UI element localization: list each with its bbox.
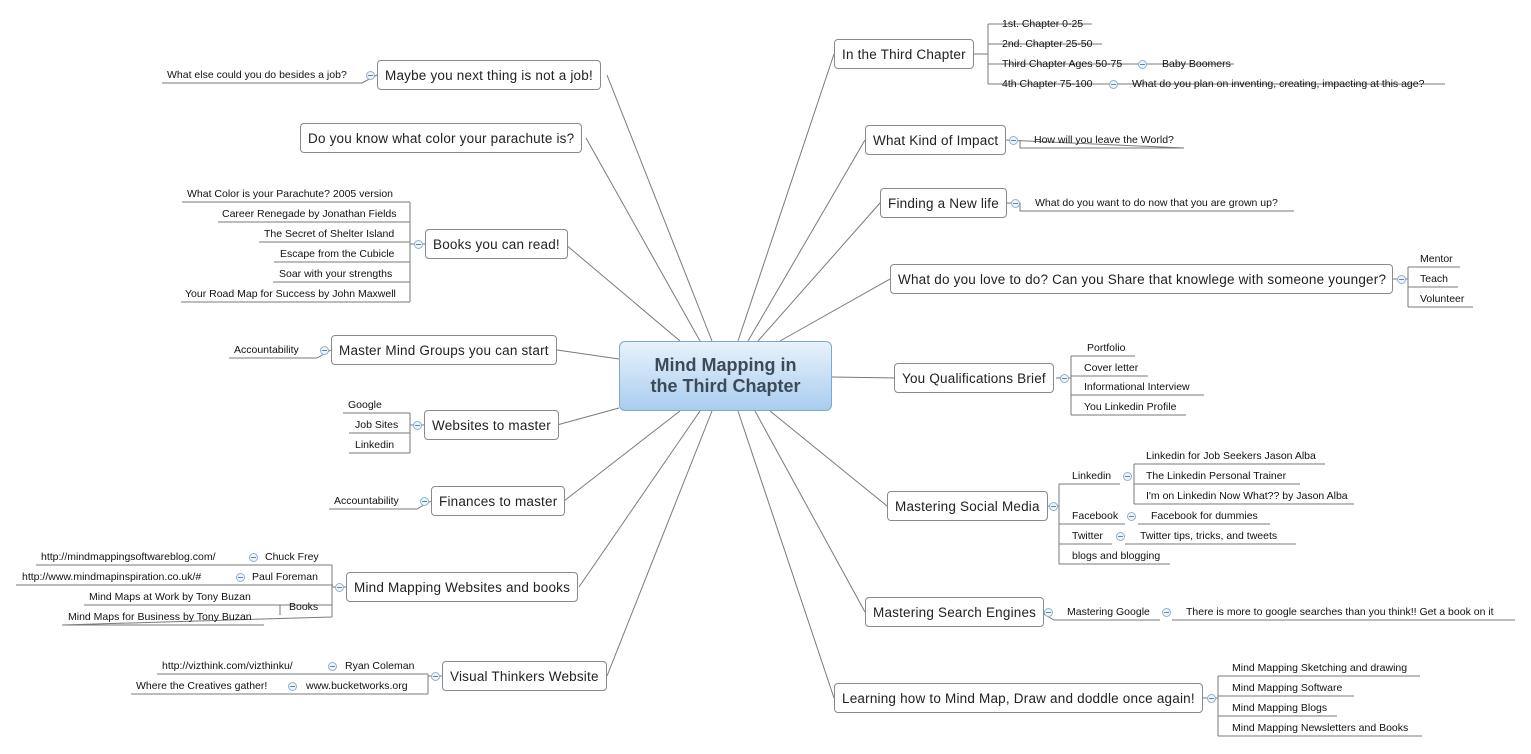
leaf-mastering-google[interactable]: Mastering Google — [1067, 606, 1150, 618]
leaf-teach[interactable]: Teach — [1420, 273, 1449, 285]
leaf-facebook-dummies[interactable]: Facebook for dummies — [1151, 510, 1258, 522]
topic-parachute[interactable]: Do you know what color your parachute is… — [300, 123, 583, 153]
leaf-job-sites[interactable]: Job Sites — [355, 419, 399, 431]
leaf-book-shelter-island[interactable]: The Secret of Shelter Island — [264, 228, 395, 240]
leaf-book-career-renegade[interactable]: Career Renegade by Jonathan Fields — [222, 208, 397, 220]
leaf-mm-blogs[interactable]: Mind Mapping Blogs — [1232, 702, 1328, 714]
collapse-icon[interactable] — [1207, 694, 1216, 703]
leaf-buzan-work[interactable]: Mind Maps at Work by Tony Buzan — [89, 591, 251, 603]
collapse-icon[interactable] — [1060, 374, 1069, 383]
leaf-volunteer[interactable]: Volunteer — [1420, 293, 1465, 305]
leaf-chuck-frey[interactable]: Chuck Frey — [265, 551, 319, 563]
collapse-icon[interactable] — [288, 682, 297, 691]
topic-mastermind[interactable]: Master Mind Groups you can start — [331, 335, 557, 365]
topic-qualifications[interactable]: You Qualifications Brief — [894, 363, 1054, 393]
collapse-icon[interactable] — [414, 240, 423, 249]
collapse-icon[interactable] — [1044, 608, 1053, 617]
leaf-mentor[interactable]: Mentor — [1420, 253, 1453, 265]
collapse-icon[interactable] — [249, 553, 258, 562]
topic-not-job[interactable]: Maybe you next thing is not a job! — [377, 60, 601, 90]
topic-learning[interactable]: Learning how to Mind Map, Draw and doddl… — [834, 683, 1203, 713]
collapse-icon[interactable] — [366, 71, 375, 80]
leaf-url-mindmapinspiration[interactable]: http://www.mindmapinspiration.co.uk/# — [22, 571, 202, 583]
leaf-book-cubicle[interactable]: Escape from the Cubicle — [280, 248, 395, 260]
topic-finances[interactable]: Finances to master — [431, 486, 566, 516]
leaf-inventing[interactable]: What do you plan on inventing, creating,… — [1132, 78, 1425, 90]
leaf-bucketworks[interactable]: www.bucketworks.org — [306, 680, 408, 692]
collapse-icon[interactable] — [1397, 275, 1406, 284]
collapse-icon[interactable] — [328, 662, 337, 671]
collapse-icon[interactable] — [1049, 502, 1058, 511]
topic-visual-thinkers[interactable]: Visual Thinkers Website — [442, 661, 607, 691]
central-topic[interactable]: Mind Mapping in the Third Chapter — [619, 341, 832, 411]
leaf-chapter-3[interactable]: Third Chapter Ages 50-75 — [1002, 58, 1123, 70]
leaf-chapter-4[interactable]: 4th Chapter 75-100 — [1002, 78, 1093, 90]
collapse-icon[interactable] — [420, 497, 429, 506]
leaf-linkedin-profile[interactable]: You Linkedin Profile — [1084, 401, 1177, 413]
leaf-google-book[interactable]: There is more to google searches than yo… — [1186, 606, 1494, 618]
leaf-chapter-2[interactable]: 2nd. Chapter 25-50 — [1002, 38, 1093, 50]
leaf-chapter-1[interactable]: 1st. Chapter 0-25 — [1002, 18, 1084, 30]
collapse-icon[interactable] — [1162, 608, 1171, 617]
leaf-ryan-coleman[interactable]: Ryan Coleman — [345, 660, 415, 672]
leaf-mm-newsletters[interactable]: Mind Mapping Newsletters and Books — [1232, 722, 1409, 734]
leaf-creatives-gather[interactable]: Where the Creatives gather! — [136, 680, 268, 692]
collapse-icon[interactable] — [320, 346, 329, 355]
leaf-baby-boomers[interactable]: Baby Boomers — [1162, 58, 1231, 70]
central-title-line2: the Third Chapter — [650, 376, 801, 396]
leaf-facebook[interactable]: Facebook — [1072, 510, 1119, 522]
collapse-icon[interactable] — [1123, 472, 1132, 481]
leaf-besides-job[interactable]: What else could you do besides a job? — [167, 69, 347, 81]
collapse-icon[interactable] — [1009, 136, 1018, 145]
leaf-mm-sketching[interactable]: Mind Mapping Sketching and drawing — [1232, 662, 1408, 674]
leaf-book-parachute[interactable]: What Color is your Parachute? 2005 versi… — [187, 188, 394, 200]
topic-third-chapter[interactable]: In the Third Chapter — [834, 39, 974, 69]
collapse-icon[interactable] — [335, 583, 344, 592]
leaf-linkedin-websites[interactable]: Linkedin — [355, 439, 395, 451]
leaf-accountability-finances[interactable]: Accountability — [334, 495, 399, 507]
collapse-icon[interactable] — [431, 672, 440, 681]
leaf-linkedin[interactable]: Linkedin — [1072, 470, 1112, 482]
leaf-book-road-map[interactable]: Your Road Map for Success by John Maxwel… — [185, 288, 396, 300]
collapse-icon[interactable] — [413, 421, 422, 430]
leaf-books-group[interactable]: Books — [289, 601, 319, 613]
leaf-book-strengths[interactable]: Soar with your strengths — [279, 268, 393, 280]
leaf-blogs[interactable]: blogs and blogging — [1072, 550, 1161, 562]
topic-search-engines[interactable]: Mastering Search Engines — [865, 597, 1045, 627]
leaf-google[interactable]: Google — [348, 399, 382, 411]
leaf-url-mindmappingsoftwareblog[interactable]: http://mindmappingsoftwareblog.com/ — [41, 551, 216, 563]
leaf-grown-up[interactable]: What do you want to do now that you are … — [1035, 197, 1278, 209]
leaf-mm-software[interactable]: Mind Mapping Software — [1232, 682, 1343, 694]
collapse-icon[interactable] — [1138, 60, 1147, 69]
topic-books[interactable]: Books you can read! — [425, 229, 568, 259]
topic-mm-websites[interactable]: Mind Mapping Websites and books — [346, 572, 579, 602]
leaf-paul-foreman[interactable]: Paul Foreman — [252, 571, 318, 583]
collapse-icon[interactable] — [1109, 80, 1118, 89]
leaf-cover-letter[interactable]: Cover letter — [1084, 362, 1139, 374]
leaf-linkedin-trainer[interactable]: The Linkedin Personal Trainer — [1146, 470, 1287, 482]
topic-love[interactable]: What do you love to do? Can you Share th… — [890, 264, 1393, 294]
collapse-icon[interactable] — [1116, 532, 1125, 541]
leaf-informational-interview[interactable]: Informational Interview — [1084, 381, 1190, 393]
leaf-accountability-mastermind[interactable]: Accountability — [234, 344, 299, 356]
topic-social-media[interactable]: Mastering Social Media — [887, 491, 1048, 521]
leaf-portfolio[interactable]: Portfolio — [1087, 342, 1126, 354]
central-title-line1: Mind Mapping in — [654, 355, 797, 375]
leaf-url-vizthink[interactable]: http://vizthink.com/vizthinku/ — [162, 660, 293, 672]
collapse-icon[interactable] — [1011, 199, 1020, 208]
collapse-icon[interactable] — [1127, 512, 1136, 521]
leaf-twitter-tips[interactable]: Twitter tips, tricks, and tweets — [1140, 530, 1278, 542]
collapse-icon[interactable] — [236, 573, 245, 582]
leaf-linkedin-alba[interactable]: Linkedin for Job Seekers Jason Alba — [1146, 450, 1316, 462]
topic-impact[interactable]: What Kind of Impact — [865, 125, 1007, 155]
topic-new-life[interactable]: Finding a New life — [880, 188, 1007, 218]
leaf-linkedin-now-what[interactable]: I'm on Linkedin Now What?? by Jason Alba — [1146, 490, 1348, 502]
leaf-leave-world[interactable]: How will you leave the World? — [1034, 134, 1174, 146]
topic-websites[interactable]: Websites to master — [424, 410, 559, 440]
leaf-twitter[interactable]: Twitter — [1072, 530, 1103, 542]
leaf-buzan-business[interactable]: Mind Maps for Business by Tony Buzan — [68, 611, 252, 623]
